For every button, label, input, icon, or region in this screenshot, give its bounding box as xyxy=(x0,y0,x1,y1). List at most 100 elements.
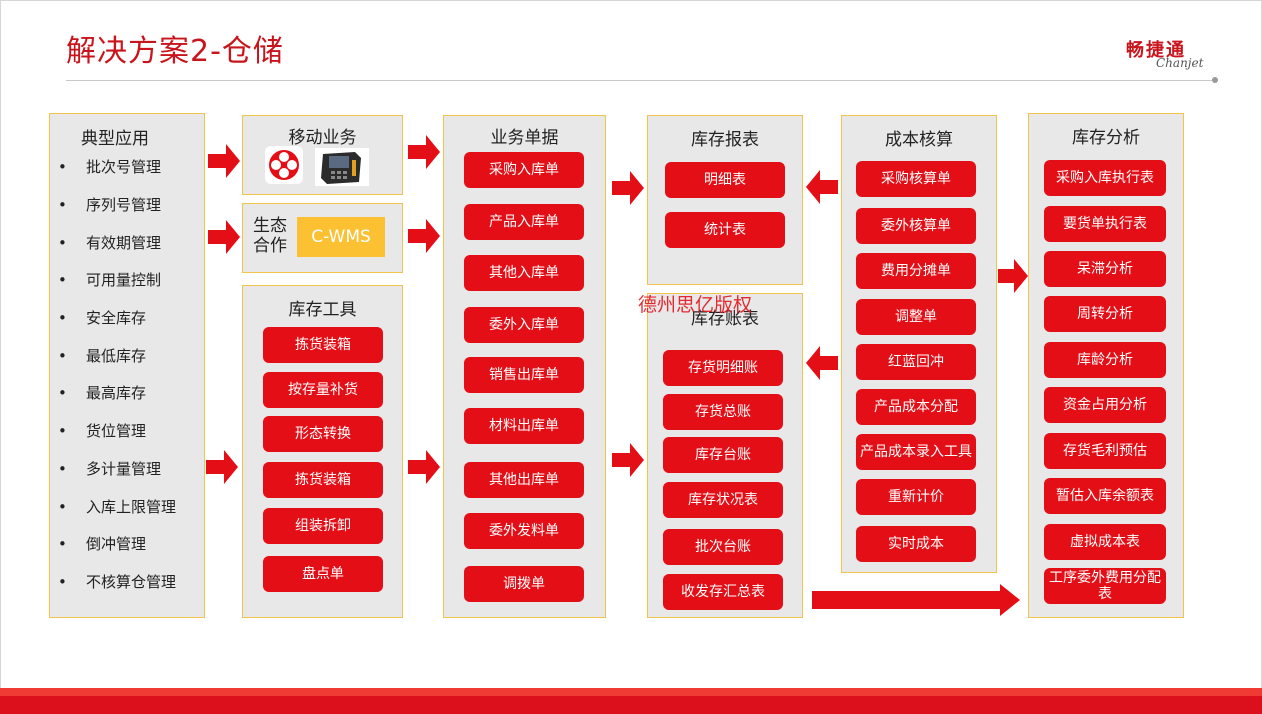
typical-apps-item-label: 货位管理 xyxy=(86,422,147,440)
bullet-icon: • xyxy=(58,460,67,478)
eco-label: 生态 合作 xyxy=(253,216,287,256)
typical-apps-item: •可用量控制 xyxy=(58,269,161,290)
brand-logo-cn: 畅捷通 xyxy=(1126,40,1186,61)
bullet-icon: • xyxy=(58,535,67,553)
doc-button-7[interactable]: 其他出库单 xyxy=(464,462,584,498)
tools-title: 库存工具 xyxy=(288,300,357,320)
doc-button-1[interactable]: 采购入库单 xyxy=(464,152,584,188)
mobile-panel: 移动业务 xyxy=(242,115,403,195)
ledger-panel: 库存账表 存货明细账存货总账库存台账库存状况表批次台账收发存汇总表 xyxy=(647,293,803,618)
bullet-icon: • xyxy=(58,271,67,289)
tool-button-4[interactable]: 拣货装箱 xyxy=(263,462,383,498)
analysis-button-4[interactable]: 周转分析 xyxy=(1044,296,1166,332)
typical-apps-item-label: 安全库存 xyxy=(86,309,147,327)
handheld-scanner-icon xyxy=(315,148,369,186)
cost-panel: 成本核算 采购核算单委外核算单费用分摊单调整单红蓝回冲产品成本分配产品成本录入工… xyxy=(841,115,997,573)
bullet-icon: • xyxy=(58,196,67,214)
analysis-button-7[interactable]: 存货毛利预估 xyxy=(1044,433,1166,469)
analysis-button-8[interactable]: 暂估入库余额表 xyxy=(1044,478,1166,514)
ledger-button-3[interactable]: 库存台账 xyxy=(663,437,783,473)
doc-button-2[interactable]: 产品入库单 xyxy=(464,204,584,240)
arrow-cost-to-reports xyxy=(806,170,838,204)
typical-apps-item-label: 序列号管理 xyxy=(86,196,162,214)
analysis-button-6[interactable]: 资金占用分析 xyxy=(1044,387,1166,423)
arrow-mobile-to-docs xyxy=(408,135,440,169)
analysis-button-2[interactable]: 要货单执行表 xyxy=(1044,206,1166,242)
cwms-badge[interactable]: C-WMS xyxy=(297,217,385,257)
analysis-title: 库存分析 xyxy=(1072,128,1140,148)
typical-apps-item-label: 最低库存 xyxy=(86,347,147,365)
doc-button-4[interactable]: 委外入库单 xyxy=(464,307,584,343)
doc-button-5[interactable]: 销售出库单 xyxy=(464,357,584,393)
bullet-icon: • xyxy=(58,422,67,440)
typical-apps-item: •多计量管理 xyxy=(58,458,161,479)
doc-button-3[interactable]: 其他入库单 xyxy=(464,255,584,291)
cost-button-1[interactable]: 采购核算单 xyxy=(856,161,976,197)
brand-logo-en: Chanjet xyxy=(1156,56,1204,70)
cost-title: 成本核算 xyxy=(885,130,953,150)
typical-apps-title: 典型应用 xyxy=(81,129,149,149)
cost-button-3[interactable]: 费用分摊单 xyxy=(856,253,976,289)
title-divider xyxy=(66,80,1218,81)
arrow-cost-to-ledger xyxy=(806,346,838,380)
tool-button-2[interactable]: 按存量补货 xyxy=(263,372,383,408)
copyright-watermark: 德州思亿版权 xyxy=(638,294,753,316)
cost-button-7[interactable]: 产品成本录入工具 xyxy=(856,434,976,470)
tool-button-3[interactable]: 形态转换 xyxy=(263,416,383,452)
bullet-icon: • xyxy=(58,384,67,402)
cost-button-2[interactable]: 委外核算单 xyxy=(856,208,976,244)
bottom-accent-bar xyxy=(0,688,1262,714)
cost-button-6[interactable]: 产品成本分配 xyxy=(856,389,976,425)
docs-panel: 业务单据 采购入库单产品入库单其他入库单委外入库单销售出库单材料出库单其他出库单… xyxy=(443,115,606,618)
ledger-button-2[interactable]: 存货总账 xyxy=(663,394,783,430)
typical-apps-item-label: 批次号管理 xyxy=(86,158,162,176)
typical-apps-panel: 典型应用 •批次号管理•序列号管理•有效期管理•可用量控制•安全库存•最低库存•… xyxy=(49,113,205,618)
analysis-button-10[interactable]: 工序委外费用分配表 xyxy=(1044,568,1166,604)
typical-apps-item: • 货位管理 xyxy=(58,420,146,441)
ledger-button-6[interactable]: 收发存汇总表 xyxy=(663,574,783,610)
arrow-ledger-to-analysis xyxy=(812,584,1020,616)
doc-button-6[interactable]: 材料出库单 xyxy=(464,408,584,444)
eco-panel: 生态 合作 C-WMS xyxy=(242,203,403,273)
tool-button-5[interactable]: 组装拆卸 xyxy=(263,508,383,544)
ledger-button-1[interactable]: 存货明细账 xyxy=(663,350,783,386)
doc-button-8[interactable]: 委外发料单 xyxy=(464,513,584,549)
typical-apps-item: •有效期管理 xyxy=(58,232,161,253)
typical-apps-item: • 不核算仓管理 xyxy=(58,571,176,592)
analysis-button-5[interactable]: 库龄分析 xyxy=(1044,342,1166,378)
arrow-docs-to-reports xyxy=(612,171,644,205)
ledger-button-5[interactable]: 批次台账 xyxy=(663,529,783,565)
arrow-apps-to-tools xyxy=(206,450,238,484)
arrow-apps-to-eco xyxy=(208,220,240,254)
cost-button-5[interactable]: 红蓝回冲 xyxy=(856,344,976,380)
doc-button-9[interactable]: 调拨单 xyxy=(464,566,584,602)
typical-apps-item: • 序列号管理 xyxy=(58,194,161,215)
tool-button-1[interactable]: 拣货装箱 xyxy=(263,327,383,363)
typical-apps-item: • 倒冲管理 xyxy=(58,533,146,554)
typical-apps-item: •入库上限管理 xyxy=(58,496,176,517)
cost-button-8[interactable]: 重新计价 xyxy=(856,479,976,515)
ledger-button-4[interactable]: 库存状况表 xyxy=(663,482,783,518)
analysis-button-1[interactable]: 采购入库执行表 xyxy=(1044,160,1166,196)
bullet-icon: • xyxy=(58,234,67,252)
bullet-icon: • xyxy=(58,573,67,591)
analysis-panel: 库存分析 采购入库执行表要货单执行表呆滞分析周转分析库龄分析资金占用分析存货毛利… xyxy=(1028,113,1184,618)
bullet-icon: • xyxy=(58,347,67,365)
typical-apps-item-label: 入库上限管理 xyxy=(86,498,177,516)
tool-button-6[interactable]: 盘点单 xyxy=(263,556,383,592)
reports-title: 库存报表 xyxy=(691,130,759,150)
typical-apps-item: • 最低库存 xyxy=(58,345,146,366)
analysis-button-9[interactable]: 虚拟成本表 xyxy=(1044,524,1166,560)
mobile-title: 移动业务 xyxy=(288,128,357,148)
arrow-cost-to-analysis xyxy=(998,259,1028,293)
report-button-2[interactable]: 统计表 xyxy=(665,212,785,248)
cost-button-9[interactable]: 实时成本 xyxy=(856,526,976,562)
analysis-button-3[interactable]: 呆滞分析 xyxy=(1044,251,1166,287)
typical-apps-item: •最高库存 xyxy=(58,382,146,403)
typical-apps-item-label: 不核算仓管理 xyxy=(86,573,177,591)
arrow-apps-to-mobile xyxy=(208,144,240,178)
report-button-1[interactable]: 明细表 xyxy=(665,162,785,198)
typical-apps-item: •批次号管理 xyxy=(58,156,161,177)
cost-button-4[interactable]: 调整单 xyxy=(856,299,976,335)
typical-apps-item-label: 倒冲管理 xyxy=(86,535,147,553)
